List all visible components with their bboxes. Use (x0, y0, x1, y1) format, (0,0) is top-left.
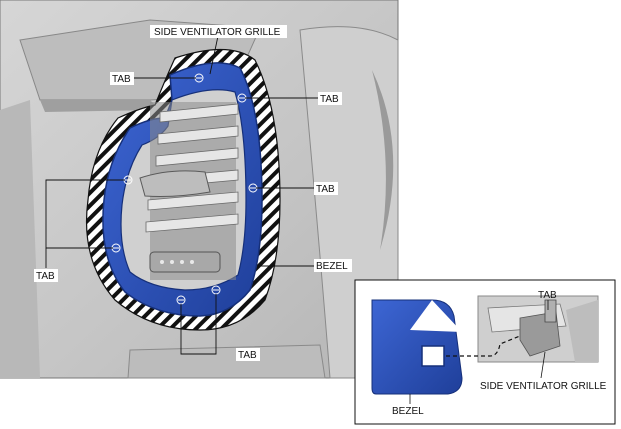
main-labels: SIDE VENTILATOR GRILLE TAB TAB TAB BEZEL… (34, 25, 352, 361)
inset-label-tab: TAB (538, 290, 557, 301)
label-tab-bottom: TAB (238, 350, 257, 361)
label-tab-right: TAB (316, 184, 335, 195)
leader-lines (45, 35, 318, 355)
label-tab-left: TAB (36, 271, 55, 282)
side-ventilator-grille (139, 102, 239, 280)
label-tab-top: TAB (112, 74, 131, 85)
inset-bezel-piece (371, 299, 463, 395)
inset-label-side-ventilator-grille: SIDE VENTILATOR GRILLE (480, 381, 607, 392)
inset-detail: TAB SIDE VENTILATOR GRILLE BEZEL (354, 279, 616, 425)
inset-grille-clip (477, 295, 599, 363)
label-tab-upper-right: TAB (320, 94, 339, 105)
inset-label-bezel: BEZEL (392, 406, 424, 417)
label-side-ventilator-grille: SIDE VENTILATOR GRILLE (154, 27, 281, 38)
label-bezel: BEZEL (316, 261, 348, 272)
